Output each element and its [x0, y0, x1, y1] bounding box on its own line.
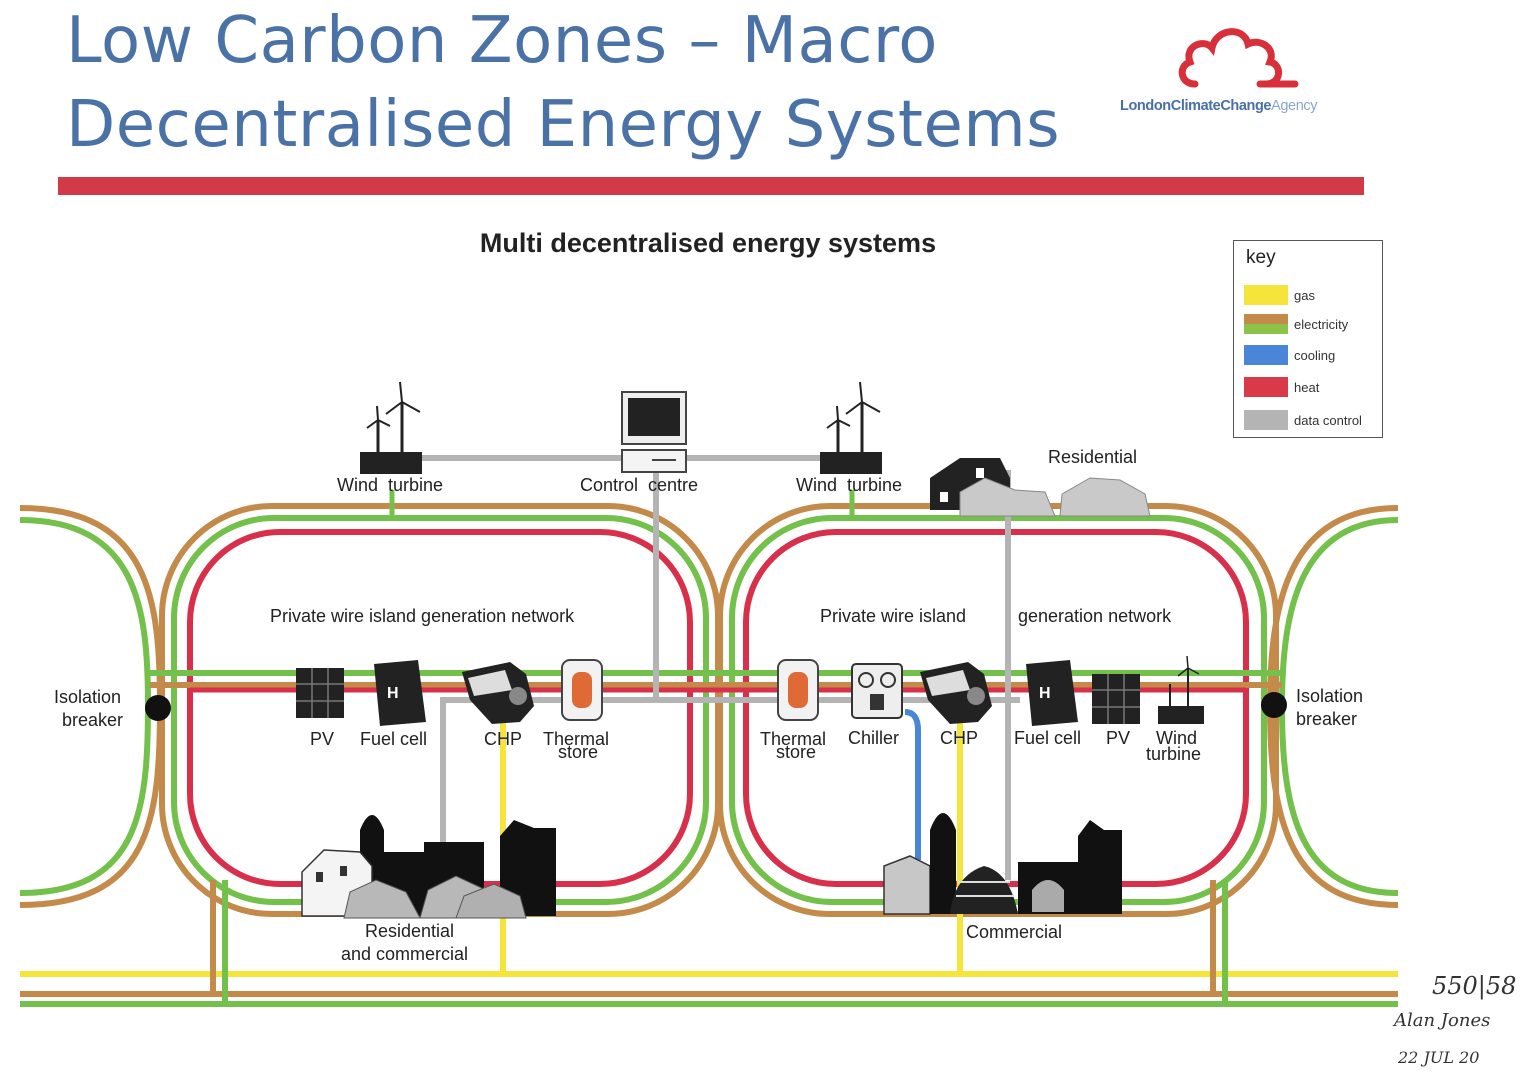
legend-label: data control — [1294, 412, 1362, 428]
label-isolation-left-1: Isolation — [54, 687, 121, 707]
label-pv-left: PV — [310, 729, 334, 749]
handwritten-reference: 550|58 — [1432, 972, 1517, 1000]
control-centre-computer-icon — [621, 391, 687, 473]
wind-turbine-right-icon — [1158, 655, 1204, 724]
label-commercial: Commercial — [966, 922, 1062, 942]
legend-key: key gas electricity cooling heat data co… — [1233, 240, 1383, 438]
label-control-centre: Control centre — [580, 475, 698, 495]
page-title-line-2: Decentralised Energy Systems — [66, 88, 1061, 162]
label-chp-right: CHP — [940, 728, 978, 748]
wind-turbine-mid-icon — [820, 381, 882, 474]
commercial-buildings-icon — [883, 813, 1122, 915]
label-residential-top: Residential — [1048, 447, 1137, 467]
handwritten-name: Alan Jones — [1394, 1010, 1491, 1031]
label-thermal-left-2: store — [558, 742, 598, 762]
legend-swatch — [1244, 314, 1288, 334]
cloud-icon — [1178, 28, 1299, 88]
label-res-comm-1: Residential — [365, 921, 454, 941]
legend-item-electricity: electricity — [1244, 313, 1348, 335]
label-chiller: Chiller — [848, 728, 899, 748]
svg-text:H: H — [387, 685, 399, 702]
label-wind-turbine-mid: Wind turbine — [796, 475, 902, 495]
legend-label: gas — [1294, 287, 1315, 303]
legend-swatch — [1244, 410, 1288, 430]
legend-item-heat: heat — [1244, 376, 1319, 398]
pv-left-icon — [296, 668, 344, 718]
isolation-breaker-left — [145, 695, 171, 721]
label-fuel-cell-left: Fuel cell — [360, 729, 427, 749]
residential-houses-icon — [930, 458, 1151, 517]
label-network-right-b: generation network — [1018, 606, 1172, 626]
legend-item-cooling: cooling — [1244, 344, 1335, 366]
label-thermal-left-1: Thermal — [543, 729, 609, 749]
label-wind-turbine-left: Wind turbine — [337, 475, 443, 495]
isolation-breaker-right — [1261, 692, 1287, 718]
label-chp-left: CHP — [484, 729, 522, 749]
fuel-cell-right-icon: H — [1026, 660, 1078, 726]
svg-text:H: H — [1039, 685, 1051, 702]
wind-turbine-left-icon — [360, 381, 422, 474]
legend-label: electricity — [1294, 316, 1349, 332]
legend-swatch — [1244, 285, 1288, 305]
legend-title: key — [1246, 247, 1276, 268]
legend-item-data-control: data control — [1244, 409, 1362, 431]
chiller-icon — [851, 663, 903, 719]
label-thermal-right-2: store — [776, 742, 816, 762]
right-edge-loop-brown — [1266, 505, 1399, 908]
label-isolation-right-1: Isolation — [1296, 686, 1363, 706]
legend-item-gas: gas — [1244, 284, 1315, 306]
thermal-store-left-icon — [561, 659, 603, 721]
label-wind-right-1: Wind — [1156, 728, 1197, 748]
label-fuel-cell-right: Fuel cell — [1014, 728, 1081, 748]
pv-right-icon — [1092, 674, 1140, 724]
logo-wordmark: LondonClimateChangeAgency — [1120, 98, 1318, 114]
handwritten-date: 22 JUL 20 — [1398, 1048, 1480, 1067]
diagram-title: Multi decentralised energy systems — [479, 228, 937, 258]
legend-swatch — [1244, 377, 1288, 397]
label-thermal-right-1: Thermal — [760, 729, 826, 749]
legend-label: heat — [1294, 379, 1320, 395]
cooling-line — [904, 709, 921, 860]
label-isolation-right-2: breaker — [1296, 709, 1357, 729]
label-res-comm-2: and commercial — [341, 944, 468, 964]
label-isolation-left-2: breaker — [62, 710, 123, 730]
page-title-line-1: Low Carbon Zones – Macro — [66, 4, 938, 78]
legend-swatch — [1244, 345, 1288, 365]
fuel-cell-left-icon: H — [374, 660, 426, 726]
label-wind-right-2: turbine — [1146, 744, 1201, 764]
legend-label: cooling — [1294, 347, 1336, 363]
chp-left-icon — [462, 662, 534, 724]
title-divider-bar — [58, 177, 1364, 195]
label-network-left: Private wire island generation network — [270, 606, 575, 626]
label-pv-right: PV — [1106, 728, 1130, 748]
right-edge-loop-green — [1278, 517, 1399, 896]
residential-commercial-buildings-icon — [301, 815, 556, 919]
chp-right-icon — [920, 662, 992, 724]
label-network-right-a: Private wire island — [820, 606, 966, 626]
agency-logo: LondonClimateChangeAgency — [1120, 14, 1370, 124]
thermal-store-right-icon — [777, 659, 819, 721]
